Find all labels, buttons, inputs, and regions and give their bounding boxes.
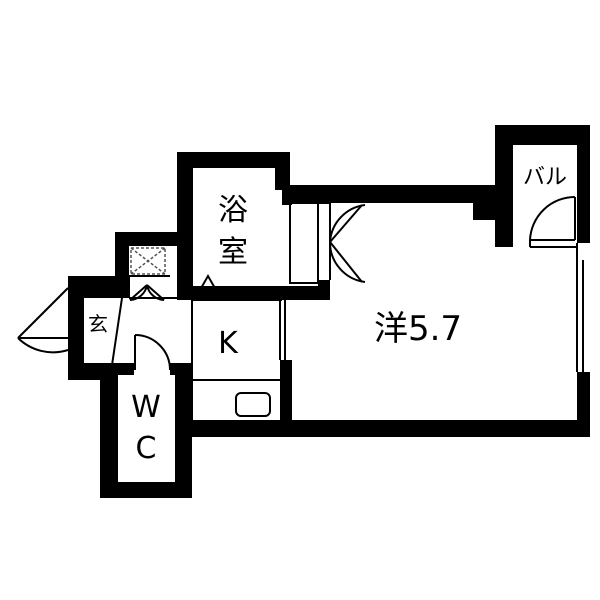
entrance-label: 玄 xyxy=(88,312,108,336)
wc-top-wall-right xyxy=(170,363,192,375)
washer-top-wall xyxy=(115,232,192,246)
main-bottom-wall xyxy=(180,420,590,437)
closet-right-wall xyxy=(318,280,330,300)
balcony-door xyxy=(529,195,577,248)
western-room-label: 洋5.7 xyxy=(374,309,462,349)
bath-door xyxy=(128,275,170,301)
balcony-right-wall xyxy=(577,125,590,243)
balcony-top-wall xyxy=(495,125,590,145)
wc-door xyxy=(134,334,171,371)
bath-label-line1: 浴 xyxy=(218,193,248,228)
washer-space xyxy=(130,247,166,275)
doors xyxy=(17,195,577,371)
balcony-label: バル xyxy=(523,165,567,190)
kitchen-sink xyxy=(235,392,271,417)
wc-bottom-wall xyxy=(100,482,192,498)
bath-right-wall xyxy=(275,152,290,190)
bath-label-line2: 室 xyxy=(218,235,248,270)
bath-left-wall xyxy=(177,152,193,290)
walls xyxy=(68,125,590,498)
main-top-wall xyxy=(282,185,495,203)
wc-left-wall xyxy=(100,363,118,498)
wc-label-line2: C xyxy=(136,431,157,466)
partition-wall-top xyxy=(282,185,292,205)
wc-right-wall xyxy=(175,370,192,498)
balcony-notch xyxy=(473,203,495,220)
thin-lines xyxy=(82,202,584,420)
bath-top-wall xyxy=(177,152,290,168)
entrance-left-wall xyxy=(68,276,83,380)
closet-doors xyxy=(328,204,366,283)
wc-label-line1: W xyxy=(131,390,161,425)
washer-left-wall xyxy=(115,232,129,278)
bath-bottom-wall-right xyxy=(237,286,327,300)
balcony-left-wall xyxy=(495,125,513,247)
entrance-top-wall xyxy=(68,276,130,298)
kitchen-label: K xyxy=(218,326,239,361)
partition-wall-lower xyxy=(280,360,292,420)
wc-top-wall-left xyxy=(118,363,134,375)
drain-marker xyxy=(198,273,218,291)
entrance-door xyxy=(17,287,69,354)
